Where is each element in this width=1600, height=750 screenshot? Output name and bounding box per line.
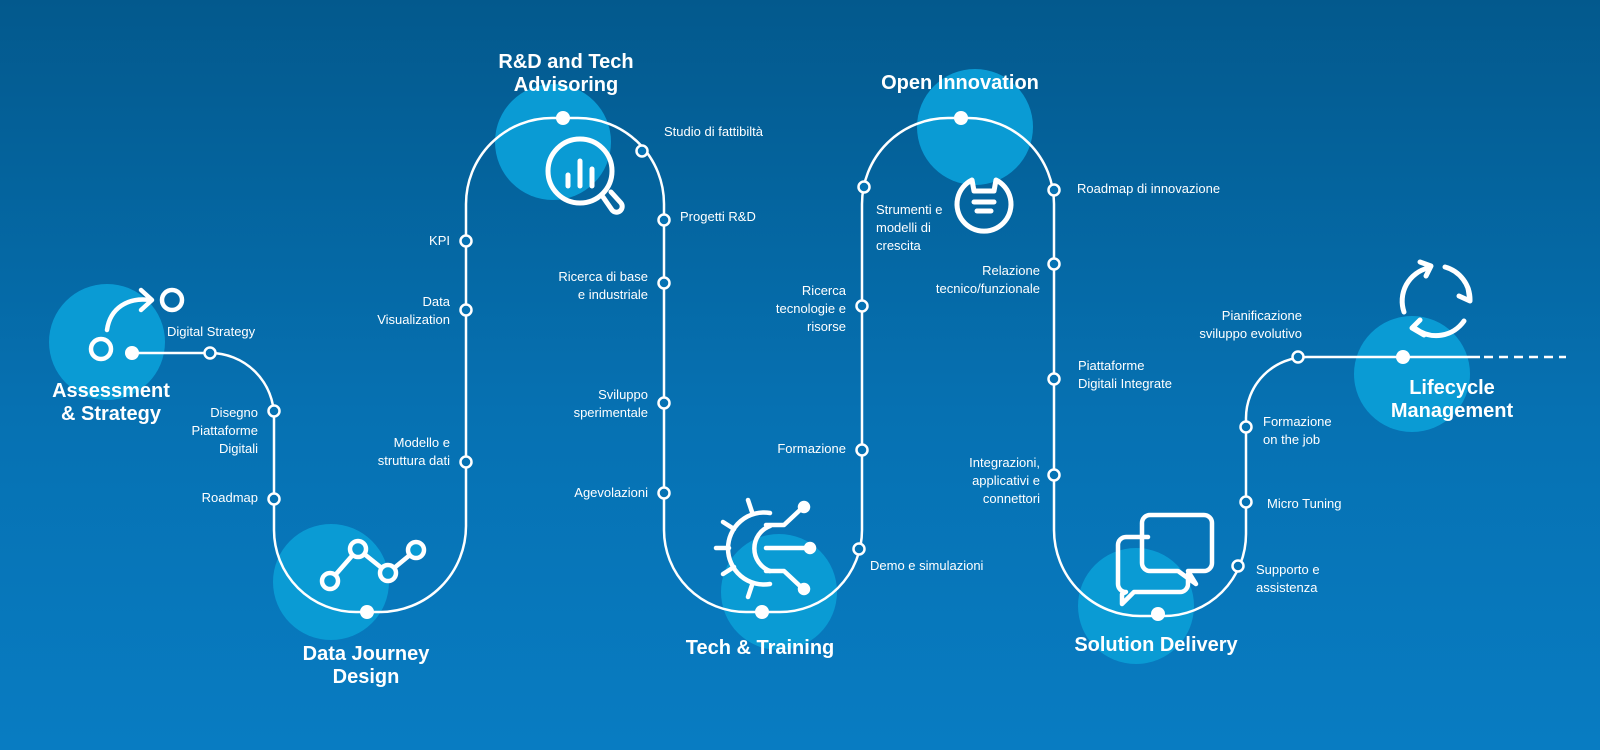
bubble-lifecycle [1354,316,1470,432]
label-roadmap: Roadmap [201,490,258,505]
node-roadmap [267,492,281,506]
label-relazione: Relazione tecnico/funzionale [935,263,1040,296]
stage-title-open-innovation: Open Innovation [881,72,1039,94]
stage-title-data-journey: Data Journey Design [302,643,430,688]
node-demo [852,542,866,556]
stage-node-solution-delivery [1151,607,1165,621]
label-studio: Studio di fattibiltà [664,124,764,139]
node-agevolazioni [657,486,671,500]
node-formazione [855,443,869,457]
bubble-solution-delivery [1078,548,1194,664]
node-digital-strategy [203,346,217,360]
stage-title-tech-training: Tech & Training [685,637,835,659]
label-agevolazioni: Agevolazioni [574,485,648,500]
gear-circuit-icon [713,497,817,600]
strategy-arrow-icon [88,287,185,362]
stage-title-rd: R&D and Tech Advisoring [498,51,634,96]
refresh-cycle-icon [1399,259,1473,339]
stage-node-data-journey [360,605,374,619]
label-ricerca-base: Ricerca di base e industriale [558,269,648,302]
label-progetti: Progetti R&D [680,209,756,224]
label-piattaforme: Piattaforme Digitali Integrate [1078,358,1172,391]
label-strumenti: Strumenti e modelli di crescita [876,202,943,253]
node-piattaforme [1047,372,1061,386]
bubble-tech-training [721,534,837,650]
stage-node-rd [556,111,570,125]
milestone-nodes [203,144,1305,573]
node-ricerca-tecnologie [855,299,869,313]
stage-node-open-innovation [954,111,968,125]
node-kpi [459,234,473,248]
node-progetti [657,213,671,227]
stage-node-tech-training [755,605,769,619]
stage-title-assessment: Assessment & Strategy [52,380,170,425]
data-journey-chart-icon [319,538,427,592]
label-supporto: Supporto e assistenza [1256,562,1320,595]
label-pianificazione: Pianificazione sviluppo evolutivo [1199,308,1302,341]
label-demo: Demo e simulazioni [870,558,984,573]
stage-nodes [125,111,1410,621]
label-formazione-job: Formazione on the job [1263,414,1332,447]
node-relazione [1047,257,1061,271]
label-digital-strategy: Digital Strategy [167,324,256,339]
stage-title-solution-delivery: Solution Delivery [1074,634,1238,656]
stage-node-assessment [125,346,139,360]
node-disegno [267,404,281,418]
node-micro-tuning [1239,495,1253,509]
label-disegno: Disegno Piattaforme Digitali [191,405,258,456]
label-micro-tuning: Micro Tuning [1267,496,1342,511]
node-studio [635,144,649,158]
node-data-visualization [459,303,473,317]
label-ricerca-tecnologie: Ricerca tecnologie e risorse [775,283,846,334]
label-data-visualization: Data Visualization [377,294,450,327]
label-roadmap-innovazione: Roadmap di innovazione [1077,181,1221,196]
label-kpi: KPI [429,233,450,248]
node-supporto [1231,559,1245,573]
label-modello: Modello e struttura dati [377,435,450,468]
node-formazione-job [1239,420,1253,434]
node-ricerca-base [657,276,671,290]
node-roadmap-innovazione [1047,183,1061,197]
node-modello [459,455,473,469]
bubbles [49,69,1470,664]
node-integrazioni [1047,468,1061,482]
label-integrazioni: Integrazioni, applicativi e connettori [969,455,1040,506]
stage-title-lifecycle: Lifecycle Management [1390,377,1514,422]
journey-path [132,116,1480,618]
lightbulb-icon [954,177,1014,234]
stage-node-lifecycle [1396,350,1410,364]
bubble-open-innovation [917,69,1033,185]
node-strumenti [857,180,871,194]
node-sviluppo [657,396,671,410]
magnifier-chart-icon [545,136,625,215]
chat-bubbles-icon [1115,512,1215,607]
label-formazione: Formazione [777,441,846,456]
node-pianificazione [1291,350,1305,364]
label-sviluppo: Sviluppo sperimentale [573,387,648,420]
